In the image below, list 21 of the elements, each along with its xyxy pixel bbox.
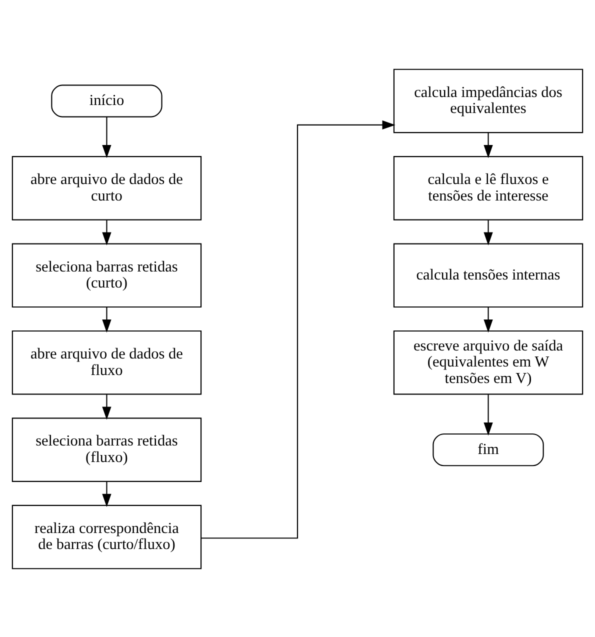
arrow: [102, 481, 112, 506]
arrow: [102, 220, 112, 245]
arrow: [102, 116, 112, 158]
node-box: calcula tensões internas: [393, 242, 584, 308]
node-box: início: [51, 84, 162, 117]
node-box: fim: [432, 432, 544, 466]
node-box: seleciona barras retidas (curto): [12, 242, 202, 308]
arrow: [102, 394, 112, 420]
arrow: [102, 306, 112, 332]
node-box: realiza correspondência de barras (curto/fluxo): [12, 504, 202, 569]
node-box: calcula impedâncias dos equivalentes: [393, 68, 584, 133]
node-box: abre arquivo de dados de curto: [12, 156, 202, 220]
arrow: [484, 220, 493, 245]
node-box: abre arquivo de dados de fluxo: [12, 330, 202, 394]
arrow: [484, 306, 493, 332]
node-box: escreve arquivo de saída (equivalentes em W tensões em V): [393, 330, 584, 394]
arrow: [201, 120, 396, 538]
node-box: seleciona barras retidas (fluxo): [12, 417, 202, 482]
node-box: calcula e lê fluxos e tensões de interesse: [393, 156, 584, 220]
arrow: [484, 394, 493, 436]
arrow: [484, 132, 493, 158]
